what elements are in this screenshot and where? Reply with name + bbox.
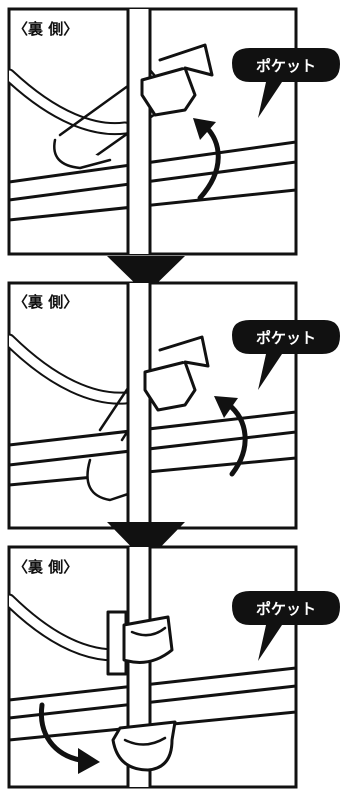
panel-1-frame [7, 7, 298, 256]
panel-1-callout-bubble [232, 48, 340, 118]
panel-2-side-label: 〈裏 側〉 [13, 293, 78, 311]
panel-1-rail-a [9, 140, 296, 184]
panel-3-side-label: 〈裏 側〉 [13, 558, 78, 576]
panel-2-rail-c [9, 456, 296, 487]
step-arrow-2 [107, 522, 185, 562]
step-arrow-1 [107, 256, 185, 294]
panel-2-callout-text: ポケット [256, 329, 316, 347]
panel-2-hook [143, 360, 197, 412]
panel-1-arrowhead [193, 118, 216, 140]
panel-3-rail-b [9, 684, 296, 720]
panel-2-callout-bubble [232, 320, 340, 390]
panel-3-upper-clip [122, 615, 174, 664]
panel-1-callout-text: ポケット [256, 57, 316, 75]
panel-3-callout-bubble [232, 591, 340, 661]
panel-2-arrow [225, 401, 248, 477]
panel-2: ポケット 〈裏 側〉 [7, 281, 340, 530]
panel-1-pole [126, 9, 152, 254]
panel-2-pole [126, 283, 152, 528]
panel-2-rail-a [9, 410, 296, 447]
panel-2-rail-b [9, 430, 296, 467]
panel-1-arrow [197, 123, 221, 201]
panel-3-lower-clip [111, 720, 177, 772]
panel-1: ポケット 〈裏 側〉 [7, 7, 340, 256]
panel-2-frame [7, 281, 298, 530]
panel-3: ポケット 〈裏 側〉 [7, 545, 340, 789]
panel-1-rail-c [9, 188, 296, 222]
panel-1-rail-b [9, 160, 296, 202]
panel-3-arrowhead [78, 748, 100, 774]
panel-1-cup [53, 138, 112, 170]
panel-2-arrowhead [214, 396, 238, 418]
panel-3-callout-text: ポケット [256, 600, 316, 618]
panel-3-arrow [38, 702, 83, 763]
panel-3-rail-a [9, 666, 296, 702]
panel-1-side-label: 〈裏 側〉 [13, 20, 78, 38]
